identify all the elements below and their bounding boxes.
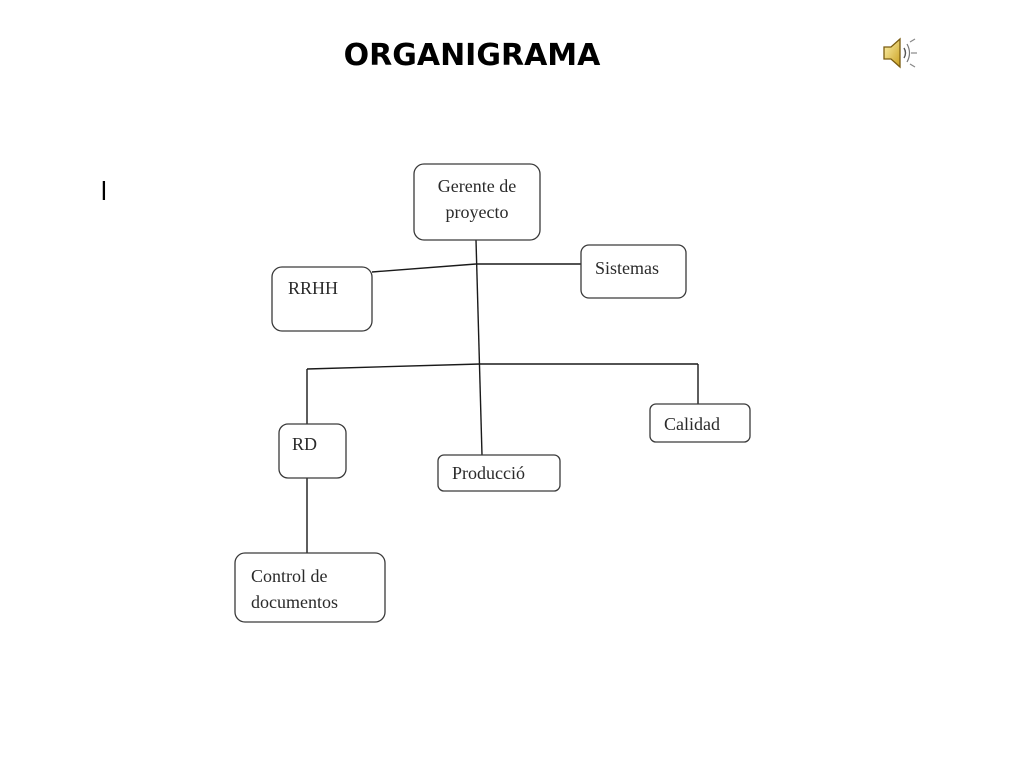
node-label: Gerente de — [438, 176, 516, 196]
node-label: Producció — [452, 463, 525, 483]
node-rrhh: RRHH — [271, 266, 373, 332]
node-label: Control de — [251, 566, 328, 586]
node-label: RRHH — [288, 278, 338, 298]
node-label: proyecto — [446, 202, 509, 222]
node-label: RD — [292, 434, 317, 454]
node-label: Calidad — [664, 414, 720, 434]
node-label: Sistemas — [595, 258, 659, 278]
node-gerente-proyecto: Gerente de proyecto — [413, 163, 541, 241]
connector-gerente-produccio — [475, 239, 483, 456]
node-control-documentos: Control de documentos — [234, 552, 386, 623]
node-sistemas: Sistemas — [580, 244, 687, 299]
bullet-marker: l — [101, 176, 107, 206]
node-calidad: Calidad — [649, 403, 751, 443]
node-rd: RD — [278, 423, 347, 479]
node-label: documentos — [251, 592, 338, 612]
node-produccio: Producció — [437, 454, 561, 492]
page-title: ORGANIGRAMA — [343, 38, 601, 73]
connector-rrhh-sistemas — [371, 263, 477, 273]
speaker-sound-icon[interactable] — [880, 34, 920, 72]
connector-horizontal-branch — [306, 363, 481, 370]
